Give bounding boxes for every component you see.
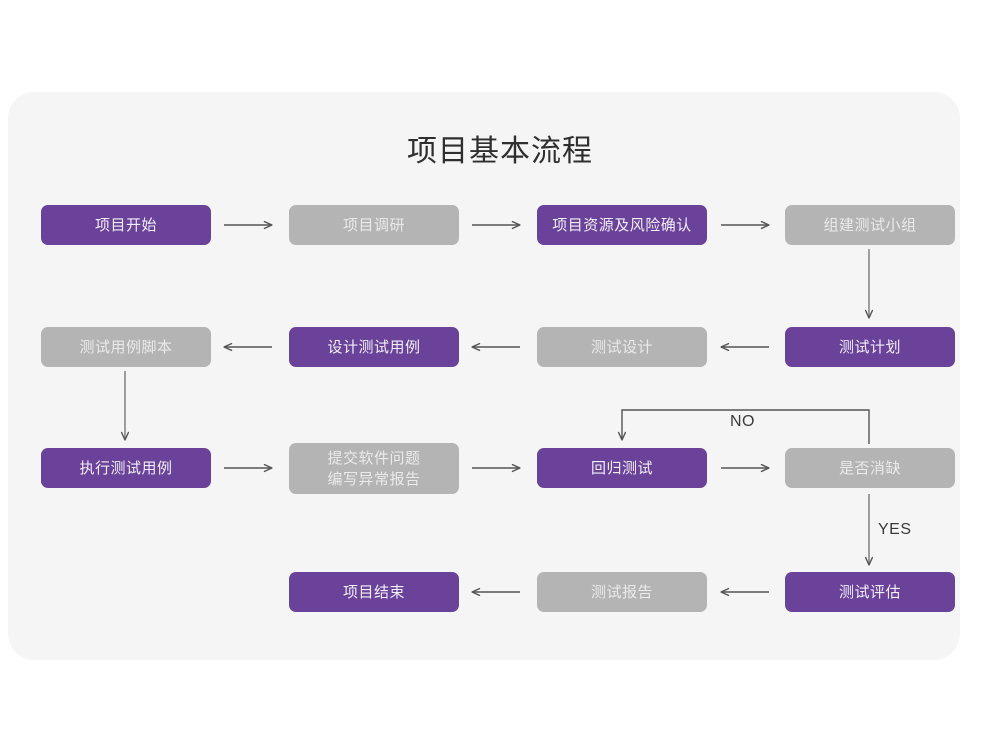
node-label: 项目资源及风险确认 xyxy=(552,216,692,234)
node-test-evaluation[interactable]: 测试评估 xyxy=(785,572,955,612)
node-label: 项目结束 xyxy=(342,583,405,601)
node-defect-cleared[interactable]: 是否消缺 xyxy=(785,448,955,488)
node-label: 项目开始 xyxy=(94,216,157,234)
node-label: 回归测试 xyxy=(590,459,653,477)
node-label: 测试计划 xyxy=(838,338,901,356)
node-regression-test[interactable]: 回归测试 xyxy=(537,448,707,488)
flowchart-panel xyxy=(8,92,960,660)
node-resource-risk-confirm[interactable]: 项目资源及风险确认 xyxy=(537,205,707,245)
node-form-test-team[interactable]: 组建测试小组 xyxy=(785,205,955,245)
node-label: 设计测试用例 xyxy=(327,338,421,356)
node-design-test-case[interactable]: 设计测试用例 xyxy=(289,327,459,367)
node-test-design[interactable]: 测试设计 xyxy=(537,327,707,367)
node-label: 是否消缺 xyxy=(838,459,901,477)
node-label: 测试设计 xyxy=(590,338,653,356)
edge-label-yes: YES xyxy=(878,521,912,538)
node-label: 测试用例脚本 xyxy=(79,338,173,356)
node-submit-issue-report[interactable]: 提交软件问题 编写异常报告 xyxy=(289,443,459,494)
node-test-plan[interactable]: 测试计划 xyxy=(785,327,955,367)
node-label: 组建测试小组 xyxy=(823,216,917,234)
node-test-report[interactable]: 测试报告 xyxy=(537,572,707,612)
node-label: 执行测试用例 xyxy=(79,459,173,477)
node-label: 项目调研 xyxy=(342,216,405,234)
node-test-case-script[interactable]: 测试用例脚本 xyxy=(41,327,211,367)
node-project-start[interactable]: 项目开始 xyxy=(41,205,211,245)
node-project-research[interactable]: 项目调研 xyxy=(289,205,459,245)
node-project-end[interactable]: 项目结束 xyxy=(289,572,459,612)
node-label: 测试评估 xyxy=(838,583,901,601)
node-label: 测试报告 xyxy=(590,583,653,601)
edge-label-no: NO xyxy=(730,413,755,430)
node-label: 提交软件问题 编写异常报告 xyxy=(327,449,421,488)
node-execute-test-case[interactable]: 执行测试用例 xyxy=(41,448,211,488)
page-title: 项目基本流程 xyxy=(407,135,593,168)
